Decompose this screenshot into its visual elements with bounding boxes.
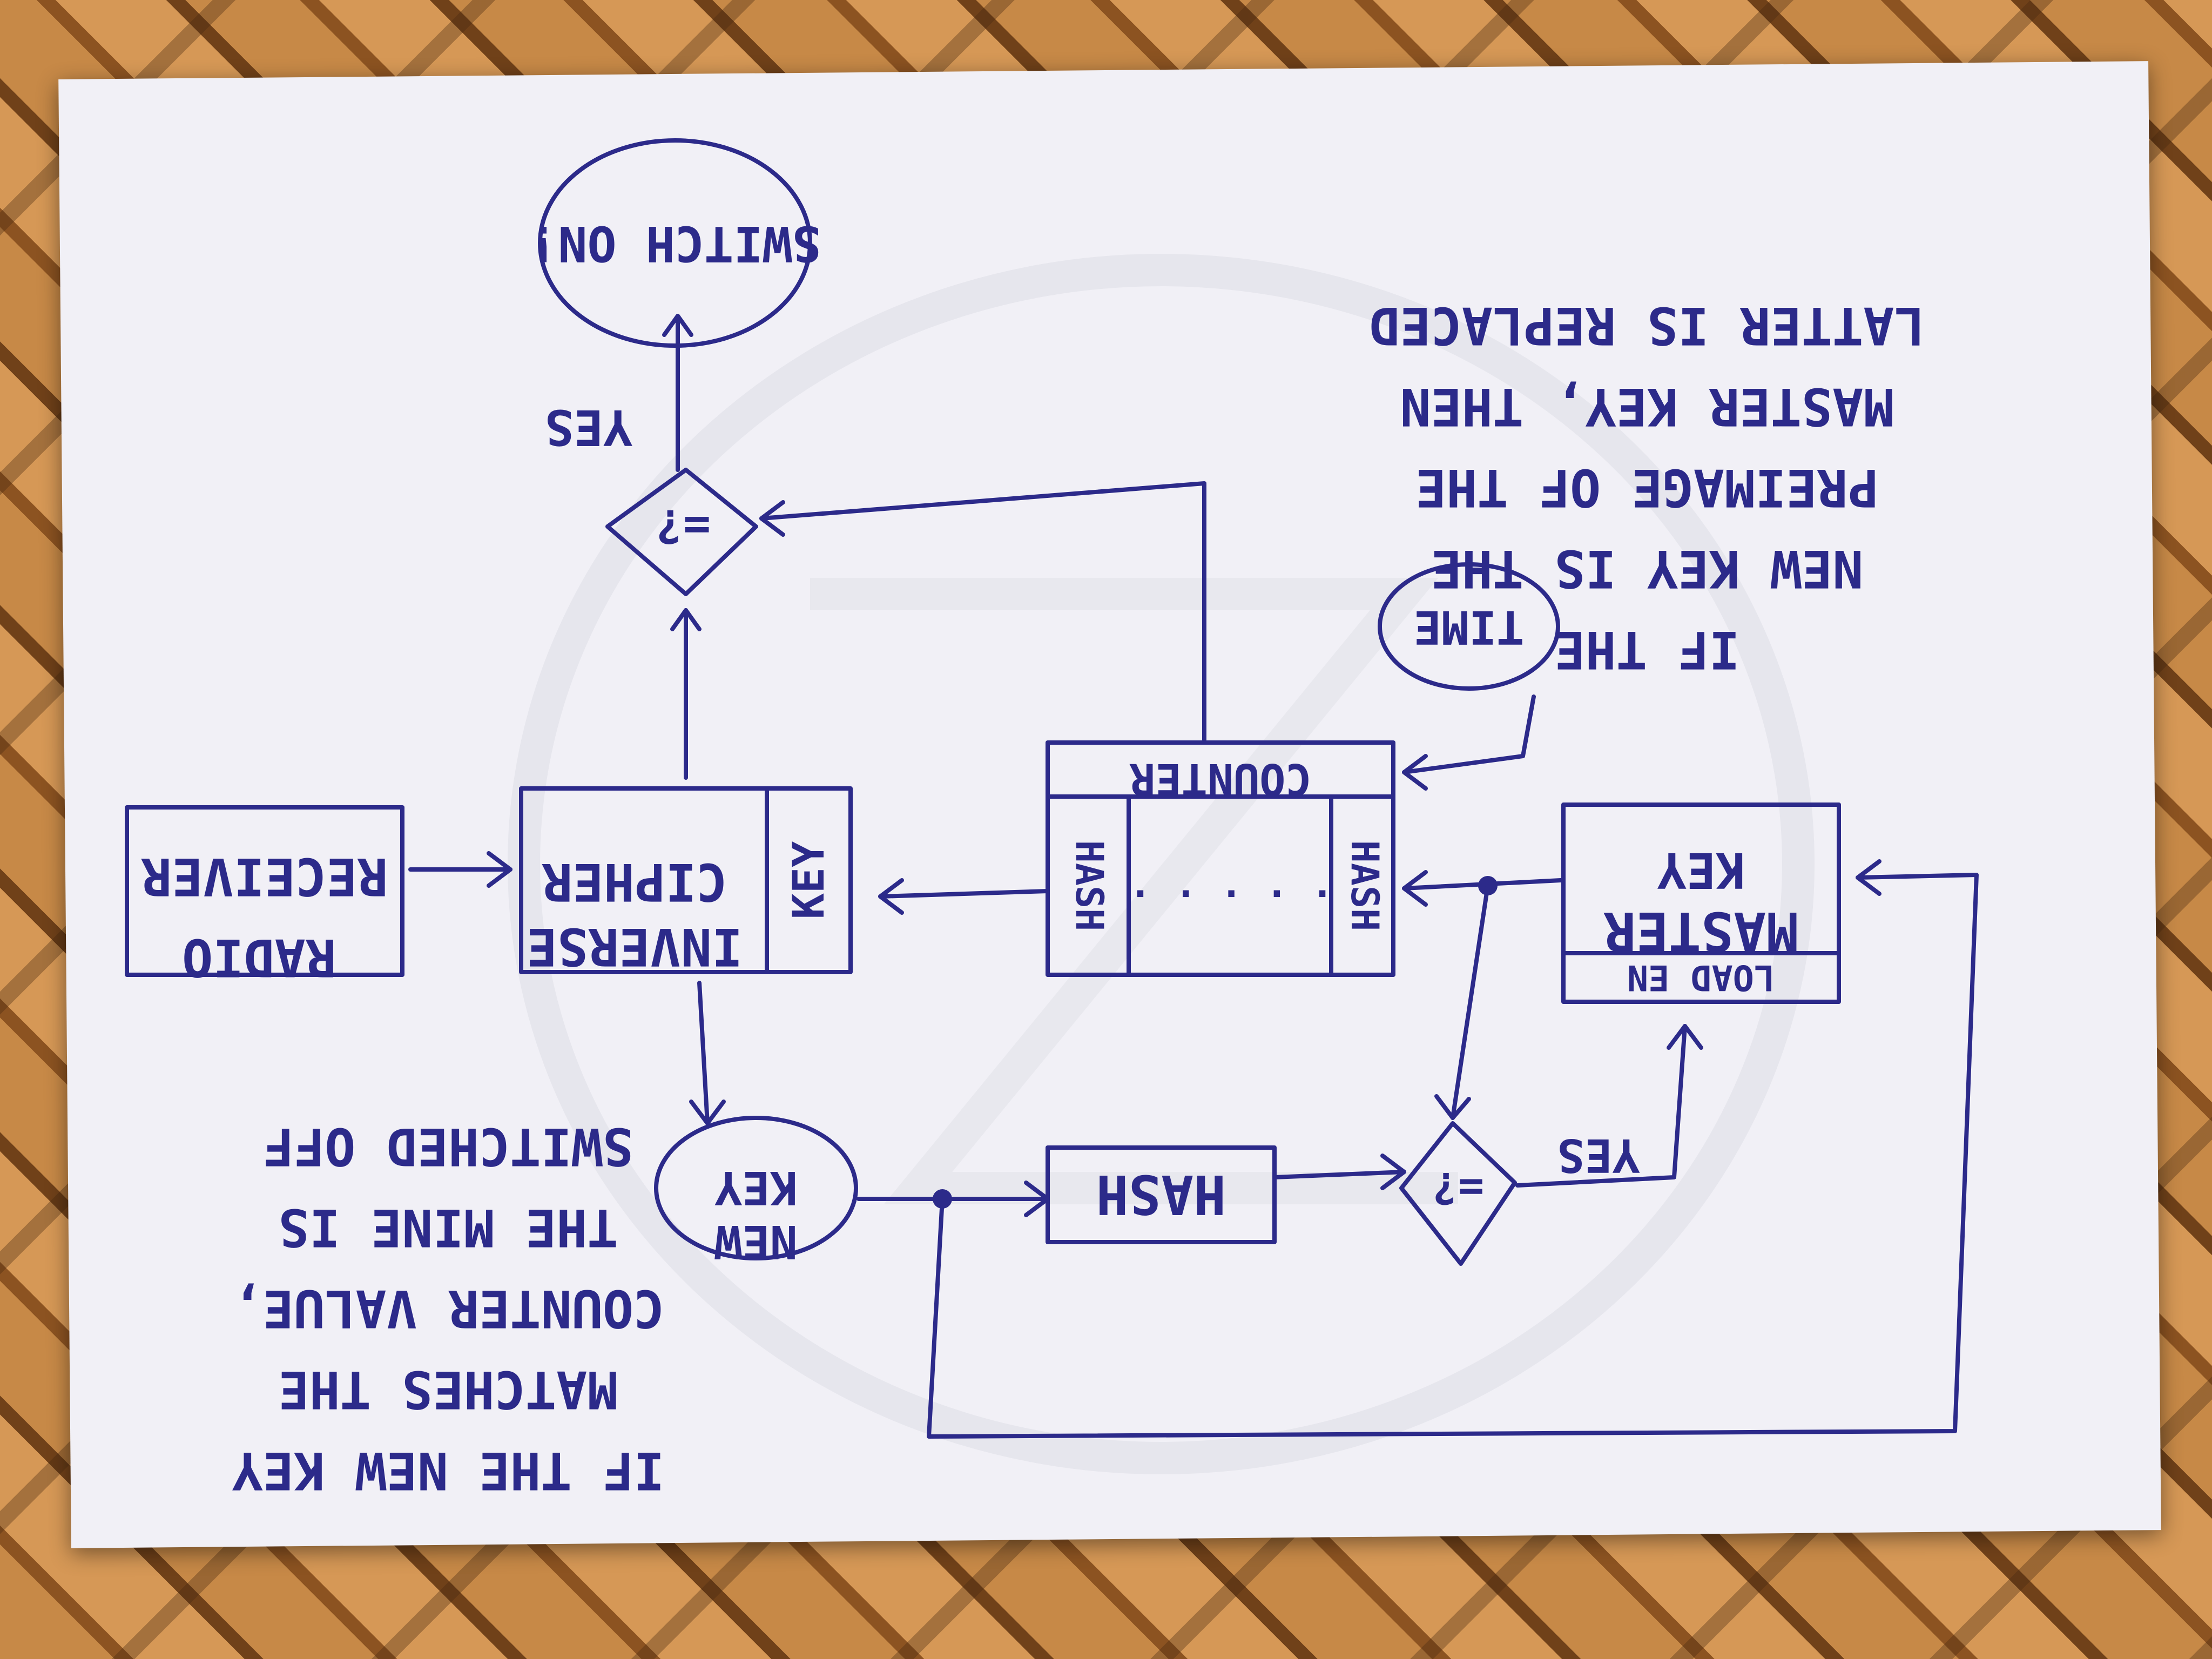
arrowhead-compare-down (1434, 1094, 1471, 1120)
arrowhead-radio (487, 851, 512, 888)
hash-block: HASH (1046, 1145, 1277, 1244)
master-key-block: MASTER KEY LOAD EN (1561, 802, 1841, 1004)
loop-line-newkey-to-master (927, 873, 1979, 1439)
hash-box-label: HASH (1096, 1163, 1226, 1226)
note-right: IF THE NEW KEY IS THE PREIMAGE OF THE MA… (1369, 295, 1925, 679)
arrow-inverse-to-newkey (697, 981, 710, 1125)
compare-top-label: =? (656, 499, 711, 552)
note-left-line-1: IF THE NEW KEY (232, 1440, 665, 1500)
arrowhead-counter-right (1402, 870, 1428, 907)
master-key-label: KEY (1657, 841, 1745, 898)
hash-left-label: HASH (1067, 840, 1111, 932)
counter-label: COUNTER (1129, 754, 1312, 804)
note-right-line-1: IF THE (1554, 619, 1739, 679)
arrowhead-time (1402, 754, 1428, 791)
note-left-line-3: COUNTER VALUE, (232, 1278, 665, 1338)
note-right-line-4: MASTER KEY, THEN (1400, 376, 1894, 436)
note-left-line-5: SWITCHED OFF (263, 1116, 633, 1176)
radio-receiver-block: RADIO RECEIVER (125, 805, 404, 987)
arrowhead-compare (670, 608, 702, 631)
inverse-label: INVERSE (527, 916, 743, 976)
time-label: TIME (1414, 600, 1525, 653)
compare-bottom-diamond: =? (1399, 1121, 1517, 1266)
new-key-terminal: NEW KEY (654, 1116, 858, 1268)
switch-off-label: SWITCH ON! (529, 215, 821, 272)
switch-off-terminal: SWITCH ON! (529, 138, 821, 348)
radio-label: RADIO (182, 927, 336, 987)
hash-right-label: HASH (1343, 840, 1387, 932)
dots-label: · · · · · (1129, 871, 1333, 915)
key-column-label: KEY (784, 841, 834, 920)
yes-bottom-label: YES (1557, 1128, 1640, 1182)
arrow-counter-to-inverse (878, 889, 1050, 899)
arrow-junction-to-compare (1451, 884, 1490, 1120)
load-en-label: LOAD EN (1627, 957, 1775, 997)
note-right-line-3: PREIMAGE OF THE (1415, 457, 1879, 517)
arrowhead-newkey (689, 1100, 726, 1125)
cipher-label: CIPHER (542, 852, 727, 911)
arrow-compare-to-loaden (1515, 1024, 1687, 1188)
watermark-logo (508, 254, 1815, 1474)
arrowhead-loaden (1667, 1024, 1703, 1050)
note-left-line-2: MATCHES THE (278, 1359, 618, 1419)
arrow-counter-to-compare (759, 481, 1206, 742)
counter-register: COUNTER HASH HASH · · · · · (1046, 740, 1395, 977)
inverse-cipher-block: INVERSE CIPHER KEY (519, 786, 853, 976)
time-terminal: TIME (1378, 562, 1560, 691)
compare-bottom-label: =? (1432, 1163, 1484, 1213)
master-label: MASTER (1603, 900, 1799, 963)
arrowhead-master-loop (1856, 859, 1881, 896)
compare-top-diamond: =? (605, 468, 758, 596)
arrow-time-to-counter (1402, 694, 1536, 774)
receiver-label: RECEIVER (140, 846, 388, 906)
note-left-line-4: THE MINE IS (278, 1197, 618, 1257)
arrowhead-counter-compare (759, 500, 785, 537)
new-key-label: KEY (714, 1161, 798, 1214)
arrow-master-to-counter (1402, 878, 1563, 891)
note-right-line-5: LATTER IS REPLACED (1369, 295, 1925, 355)
new-label: NEW (714, 1215, 797, 1268)
arrowhead-compare-bottom (1380, 1154, 1406, 1190)
arrow-hash-to-compare (1272, 1170, 1406, 1179)
note-left: IF THE NEW KEY MATCHES THE COUNTER VALUE… (232, 1116, 665, 1500)
yes-top-label: YES (545, 399, 633, 455)
arrowhead-switch (662, 314, 693, 337)
arrowhead-inverse (878, 878, 904, 915)
